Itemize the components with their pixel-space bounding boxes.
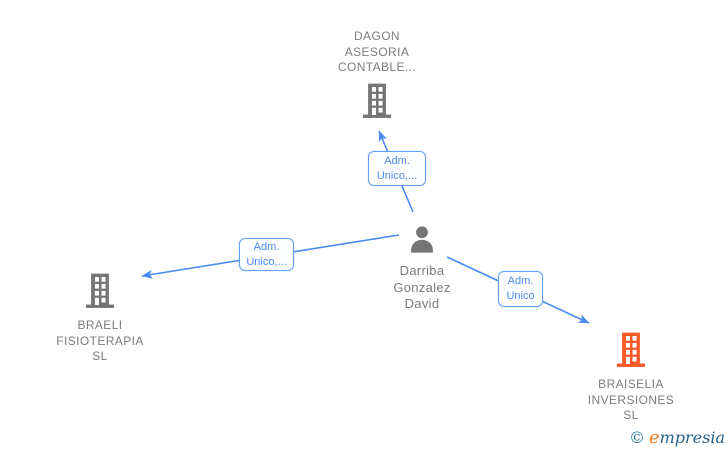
person-name: Darriba Gonzalez David xyxy=(393,263,451,311)
edge-label-adm-unico-braeli[interactable]: Adm. Unico,... xyxy=(239,238,294,271)
company-name: BRAELI FISIOTERAPIA SL xyxy=(56,318,144,363)
company-name: BRAISELIA INVERSIONES SL xyxy=(587,377,675,422)
edge-label-adm-unico-braiselia[interactable]: Adm. Unico xyxy=(498,271,543,307)
building-icon xyxy=(616,331,646,373)
company-name: DAGON ASESORIA CONTABLE... xyxy=(337,29,417,74)
person-node-darriba[interactable]: Darriba Gonzalez David xyxy=(352,226,492,313)
brand-name: mpresia xyxy=(659,428,725,447)
building-icon xyxy=(85,272,115,314)
company-node-braiselia[interactable]: BRAISELIA INVERSIONES SL xyxy=(551,331,711,424)
edge-label-adm-unico-dagon[interactable]: Adm. Unico,... xyxy=(368,151,426,186)
company-node-braeli[interactable]: BRAELI FISIOTERAPIA SL xyxy=(20,272,180,365)
brand-initial: e xyxy=(648,427,660,448)
company-node-dagon[interactable]: DAGON ASESORIA CONTABLE... xyxy=(297,29,457,124)
person-icon xyxy=(408,226,436,258)
building-icon xyxy=(362,82,392,124)
copyright-icon: © xyxy=(628,428,645,447)
empresia-logo[interactable]: ©empresia xyxy=(629,428,725,448)
